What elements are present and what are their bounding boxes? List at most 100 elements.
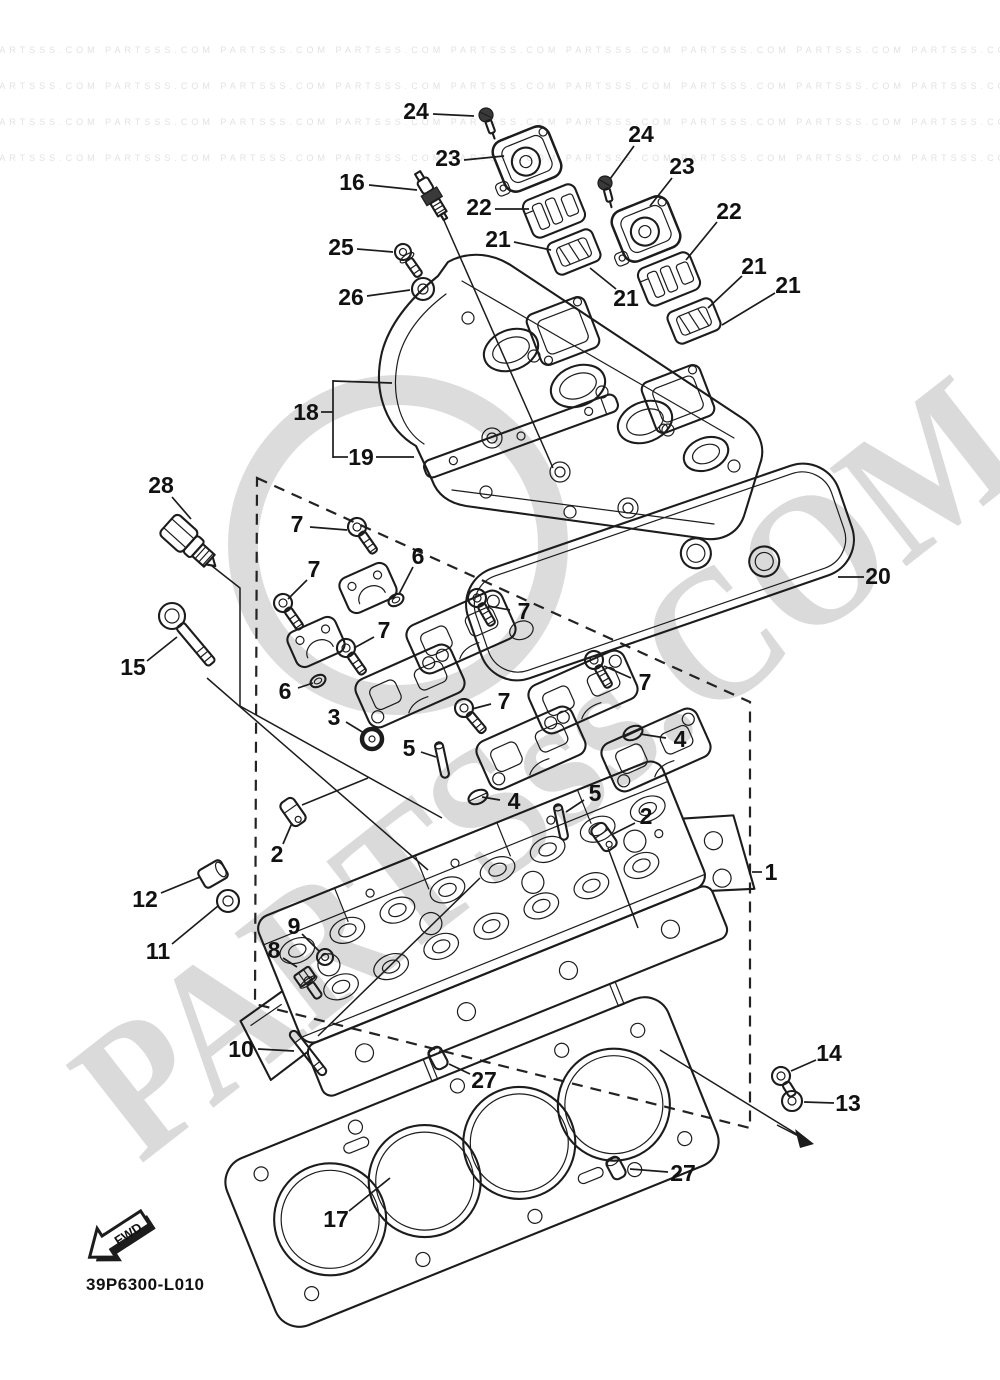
cover-bolt-washer <box>410 276 436 302</box>
callout-13: 13 <box>835 1090 861 1116</box>
callout-leader-21 <box>721 292 776 326</box>
callout-12: 12 <box>132 886 158 912</box>
assembly-arrowhead-icon <box>795 1129 814 1148</box>
callout-7: 7 <box>518 598 531 624</box>
callout-7: 7 <box>291 511 304 537</box>
callout-leader-7 <box>287 579 308 600</box>
callout-19: 19 <box>348 444 374 470</box>
callout-7: 7 <box>498 688 511 714</box>
callout-leader-7 <box>353 636 375 649</box>
callout-28: 28 <box>148 472 174 498</box>
callout-leader-7 <box>603 665 632 679</box>
callout-leader-23 <box>463 155 505 161</box>
callout-2: 2 <box>271 841 284 867</box>
callout-11: 11 <box>146 938 171 964</box>
callout-22: 22 <box>466 194 492 220</box>
callout-leader-5 <box>420 751 437 758</box>
fwd-arrow-icon: FWD <box>87 1208 156 1262</box>
watermark-tile-rows: PARTSSS.COM PARTSSS.COM PARTSSS.COM PART… <box>0 45 1000 163</box>
callout-3: 3 <box>328 704 341 730</box>
callout-26: 26 <box>338 284 364 310</box>
callout-leader-25 <box>356 248 394 253</box>
callout-15: 15 <box>120 654 146 680</box>
callout-14: 14 <box>816 1040 842 1066</box>
callout-leader-24 <box>432 113 475 117</box>
callout-leader-3 <box>345 721 365 734</box>
callout-7: 7 <box>378 617 391 643</box>
callout-leader-11 <box>171 905 219 945</box>
callout-leader-26 <box>366 289 411 297</box>
callout-leader-6 <box>297 682 314 689</box>
callout-leader-21 <box>513 241 552 251</box>
callout-leader-13 <box>803 1101 835 1104</box>
spark-plug <box>413 170 449 222</box>
callout-leader-2 <box>282 822 293 845</box>
callout-leader-16 <box>368 184 418 191</box>
callout-23: 23 <box>669 153 695 179</box>
assembly-lines <box>206 215 814 1148</box>
callout-4: 4 <box>508 788 521 814</box>
callout-leader-7 <box>471 703 492 710</box>
callout-leader-7 <box>309 526 348 531</box>
callout-leader-22 <box>685 221 718 261</box>
callout-leader-14 <box>790 1059 817 1072</box>
head-gasket <box>224 996 720 1328</box>
coil-well-cover <box>640 363 716 435</box>
callout-leader-24 <box>609 145 635 180</box>
callout-20: 20 <box>865 563 891 589</box>
callout-leader-8 <box>282 957 298 968</box>
callout-leader-7 <box>487 605 511 611</box>
callout-leader-27 <box>629 1168 669 1173</box>
coil-damper-lower <box>544 226 604 278</box>
callout-leader-15 <box>146 636 178 662</box>
watermark-tile-row: PARTSSS.COM PARTSSS.COM PARTSSS.COM PART… <box>0 81 1000 91</box>
callout-leader-4 <box>481 796 501 801</box>
callout-leader-27 <box>448 1063 471 1075</box>
callout-21: 21 <box>485 226 511 252</box>
callout-24: 24 <box>403 98 429 124</box>
cylinder-head-cover <box>377 253 764 541</box>
dowel-pin <box>385 590 407 610</box>
watermark: PARTSss.COM PARTSSS.COM PARTSSS.COM PART… <box>0 45 1000 1198</box>
callout-1: 1 <box>765 859 778 885</box>
pressure-sensor <box>159 513 217 568</box>
callout-leader-5 <box>565 799 585 813</box>
callout-21: 21 <box>775 272 801 298</box>
long-bolt <box>157 601 216 667</box>
callout-leader-28 <box>171 496 192 520</box>
callout-9: 9 <box>288 913 301 939</box>
coil-damper-lower <box>664 295 724 347</box>
callout-leader-23 <box>649 177 673 207</box>
head-fasteners <box>197 859 804 1113</box>
gasket-dowel <box>425 1043 451 1073</box>
callout-17: 17 <box>323 1206 349 1232</box>
drawing-code: 39P6300-L010 <box>86 1275 204 1294</box>
cap-bolt <box>343 513 384 559</box>
callout-25: 25 <box>328 234 354 260</box>
callout-24: 24 <box>628 121 654 147</box>
callout-6: 6 <box>412 543 425 569</box>
callout-23: 23 <box>435 145 461 171</box>
callout-leader-2 <box>612 822 636 835</box>
callout-leader-9 <box>301 933 320 952</box>
callout-leader-17 <box>348 1177 391 1212</box>
callout-6: 6 <box>279 678 292 704</box>
callout-leader-21 <box>589 267 617 290</box>
watermark-tile-row: PARTSSS.COM PARTSSS.COM PARTSSS.COM PART… <box>0 117 1000 127</box>
callout-leader-6 <box>398 566 414 595</box>
callout-leader-21 <box>707 275 743 309</box>
callout-4: 4 <box>674 726 687 752</box>
watermark-tile-row: PARTSSS.COM PARTSSS.COM PARTSSS.COM PART… <box>0 153 1000 163</box>
subassembly-dashed-box <box>253 476 752 1130</box>
callout-5: 5 <box>589 780 602 806</box>
callout-2: 2 <box>640 803 653 829</box>
callout-18: 18 <box>293 399 319 425</box>
callout-22: 22 <box>716 198 742 224</box>
callout-7: 7 <box>639 669 652 695</box>
coil-screw <box>595 173 620 211</box>
callout-leader-10 <box>257 1048 295 1052</box>
callout-21: 21 <box>741 253 767 279</box>
